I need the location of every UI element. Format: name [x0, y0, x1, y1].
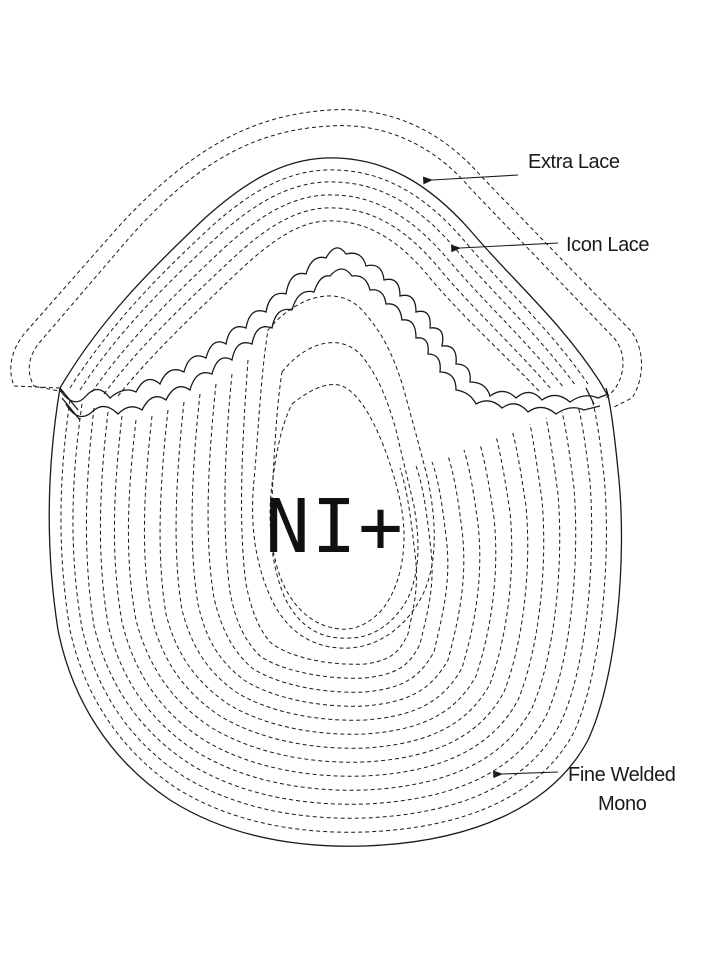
left-seam-upper	[59, 387, 79, 411]
icon-lace-outline	[59, 157, 601, 389]
extra-lace-outer-outline	[10, 109, 642, 409]
extra-lace-inner-outline	[28, 125, 624, 399]
left-seam-lower	[61, 397, 81, 421]
product-mark: NI+	[265, 484, 405, 570]
extra-lace-region	[10, 109, 642, 409]
extra-lace-arrow	[422, 174, 519, 185]
extra-lace-label: Extra Lace	[528, 151, 620, 173]
callout-fine-welded-mono: Fine Welded Mono	[493, 764, 676, 815]
fine-welded-mono-arrow	[493, 770, 559, 779]
mono-base-outline	[48, 387, 623, 847]
scallop-inner	[65, 268, 601, 418]
fine-welded-mono-label-line2: Mono	[598, 793, 647, 815]
scalloped-lace-border	[59, 247, 609, 421]
icon-lace-label: Icon Lace	[566, 234, 649, 256]
scallop-outer	[59, 247, 609, 403]
fine-welded-mono-label-line1: Fine Welded	[568, 764, 676, 786]
mono-base-rings	[60, 359, 607, 833]
right-seam-upper	[599, 381, 609, 397]
inner-rings	[252, 295, 435, 649]
callout-icon-lace: Icon Lace	[451, 234, 650, 256]
callout-extra-lace: Extra Lace	[422, 151, 620, 185]
lace-stitch-lines	[69, 169, 589, 397]
icon-lace-arrow	[451, 242, 559, 253]
